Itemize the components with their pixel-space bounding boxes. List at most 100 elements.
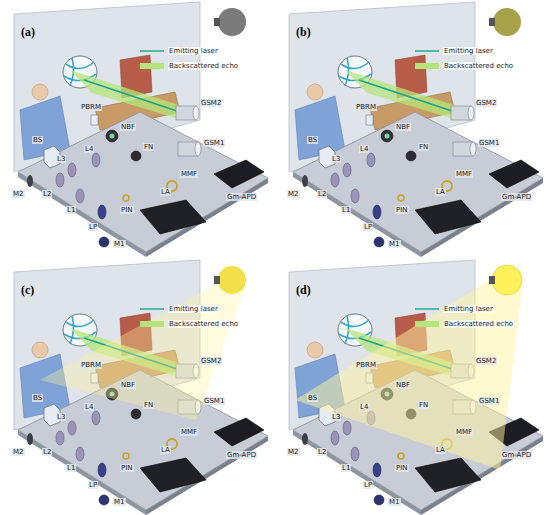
component-label: NBF [395,123,411,131]
component-label: PIN [395,206,409,214]
component-label: M1 [388,240,401,248]
component-label: L2 [42,190,52,198]
lamp-base [214,276,220,284]
component-label: BS [307,394,318,402]
lamp-dim [493,8,521,36]
component-label: BS [32,136,43,144]
component-label: M1 [388,498,401,506]
component-label: GSM2 [475,357,497,365]
component-label: PIN [120,206,134,214]
component-label: NBF [120,381,136,389]
panel-letter: (b) [295,26,312,39]
component-label: MMF [180,428,198,436]
legend-swatch [415,321,439,327]
component-label: MMF [180,170,198,178]
component-label: GSM2 [475,99,497,107]
panel [289,2,543,257]
legend-text: Backscattered echo [168,320,239,328]
component-label: PIN [120,464,134,472]
component-label: LA [435,188,446,196]
lamp-base [214,18,220,26]
component-label: L3 [56,155,66,163]
component-label: GSM2 [200,99,222,107]
component-label: LA [435,446,446,454]
panel-letter: (d) [295,284,312,297]
component-label: PBRM [355,103,377,111]
component-label: L3 [56,413,66,421]
panel [14,260,268,515]
component-label: BS [32,394,43,402]
lamp-base [489,276,495,284]
panel-letter: (a) [20,26,36,39]
component-label: FN [418,143,429,151]
lamp-off [218,8,246,36]
legend-text: Emitting laser [443,47,494,55]
component-label: M2 [287,190,300,198]
component-label: M1 [113,498,126,506]
component-label: FN [418,401,429,409]
component-label: M2 [287,448,300,456]
component-label: M2 [12,190,25,198]
component-label: PBRM [355,361,377,369]
legend-text: Emitting laser [168,47,219,55]
component-label: FN [143,401,154,409]
component-label: GSM1 [203,139,225,147]
component-label: L4 [359,403,369,411]
legend-text: Emitting laser [443,305,494,313]
component-label: PBRM [80,103,102,111]
component-label: L4 [84,145,94,153]
component-label: LA [160,446,171,454]
component-label: PBRM [80,361,102,369]
component-label: L1 [66,464,76,472]
component-label: L2 [317,448,327,456]
component-label: MMF [455,170,473,178]
component-label: LP [363,481,373,489]
component-label: L1 [341,464,351,472]
light-cone [40,282,245,420]
component-label: GSM1 [478,139,500,147]
component-label: LP [88,481,98,489]
component-label: BS [307,136,318,144]
component-label: NBF [120,123,136,131]
component-label: NBF [395,381,411,389]
legend-text: Emitting laser [168,305,219,313]
component-label: GSM1 [478,397,500,405]
component-label: L3 [331,155,341,163]
lamp-brightest [492,265,522,295]
legend-swatch [415,63,439,69]
legend-swatch [140,63,164,69]
lamp-bright [218,266,246,294]
component-label: L1 [341,206,351,214]
component-label: GSM2 [200,357,222,365]
component-label: Gm-APD [501,193,532,201]
component-label: Gm-APD [226,193,257,201]
component-label: MMF [455,428,473,436]
light-cone [295,278,522,470]
component-label: GSM1 [203,397,225,405]
legend-swatch [140,321,164,327]
lamp-base [489,18,495,26]
legend-text: Backscattered echo [443,320,514,328]
legend-text: Backscattered echo [443,62,514,70]
component-label: L4 [84,403,94,411]
component-label: L3 [331,413,341,421]
legend-text: Backscattered echo [168,62,239,70]
component-label: L2 [317,190,327,198]
component-label: Gm-APD [226,451,257,459]
panel-letter: (c) [20,284,35,297]
component-label: L1 [66,206,76,214]
component-label: LA [160,188,171,196]
component-label: FN [143,143,154,151]
panel [14,2,268,257]
component-label: LP [363,223,373,231]
panel [289,260,543,515]
component-label: M2 [12,448,25,456]
component-label: L2 [42,448,52,456]
component-label: Gm-APD [501,451,532,459]
component-label: M1 [113,240,126,248]
component-label: PIN [395,464,409,472]
component-label: LP [88,223,98,231]
component-label: L4 [359,145,369,153]
